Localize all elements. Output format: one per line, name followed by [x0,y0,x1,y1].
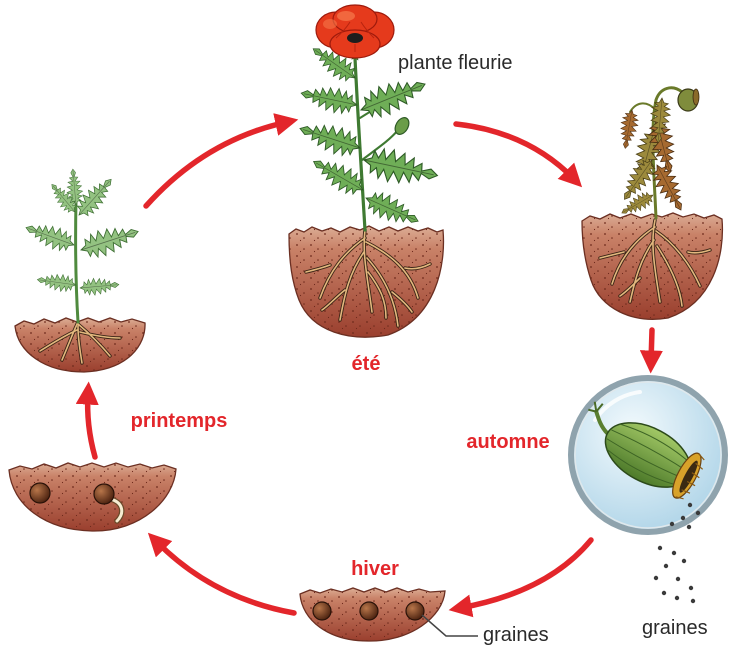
winter-seeds-illustration [300,588,478,641]
flower-center [347,33,363,43]
arrow-winter-to-germination [156,541,294,613]
caption-seeds-in-soil: graines [483,624,549,646]
caption-flowering-plant: plante fleurie [398,52,513,74]
leaf [22,217,77,255]
season-label-winter: hiver [351,558,399,580]
arrow-autumn-plant-to-seed-pod [651,330,652,362]
leaf [355,70,430,124]
leaf [296,116,364,161]
leaf [36,271,77,293]
seed [313,602,331,620]
arrow-autumn-to-winter [460,540,591,608]
seed [94,484,114,504]
seed [30,483,50,503]
arrow-summer-to-autumn [456,124,574,179]
germinating-seeds-illustration [9,463,176,531]
arrow-spring-to-summer [146,122,287,206]
seedling-illustration [15,168,145,372]
caption-falling-seeds: graines [642,617,708,639]
leaves-spring [22,168,142,296]
arrow-germination-to-spring [88,393,95,457]
seed [406,602,424,620]
magnifier-seed-pod [570,378,725,532]
leaf [617,109,640,150]
leaf [299,81,360,117]
leaf [361,187,423,233]
season-label-autumn: automne [466,431,549,453]
dried-seed-pod [678,89,699,111]
season-label-summer: été [352,353,381,375]
seed [360,602,378,620]
stem-spring [76,200,78,322]
season-label-spring: printemps [131,410,228,432]
leaf [79,276,119,296]
poppy-flower [316,5,394,58]
wilted-plant-illustration [582,88,722,319]
leaf [77,219,142,262]
